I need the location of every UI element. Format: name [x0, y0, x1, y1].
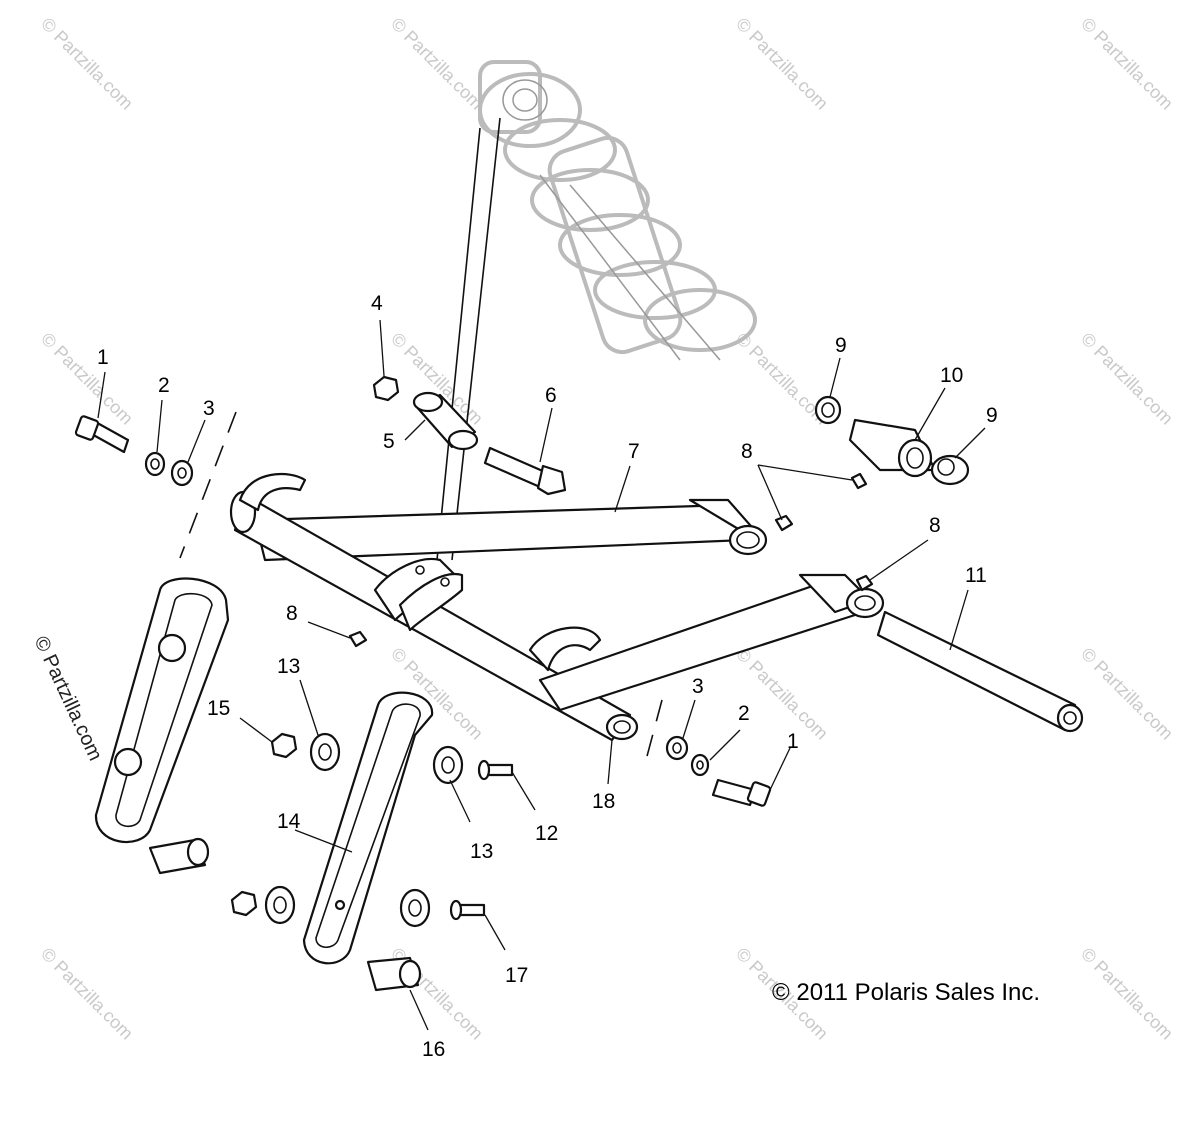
- callout-7: 7: [628, 440, 640, 463]
- washer-9-right: [930, 454, 970, 486]
- callout-13: 13: [277, 655, 300, 678]
- watermark: © Partzilla.com: [1077, 329, 1177, 429]
- link-arm-left: [94, 577, 230, 844]
- callout-8: 8: [286, 602, 298, 625]
- watermark: © Partzilla.com: [732, 14, 832, 114]
- pin-12: [477, 759, 514, 781]
- fitting-8-mid: [348, 630, 368, 648]
- washer-9-left: [814, 395, 842, 425]
- washer-13-hole: [273, 896, 287, 914]
- callout-12: 12: [535, 822, 558, 845]
- fitting-8-right: [855, 574, 874, 592]
- callout-11: 11: [965, 564, 987, 587]
- watermark: © Partzilla.com: [37, 944, 137, 1044]
- callout-16: 16: [422, 1038, 445, 1061]
- washer-3-right-hole: [672, 742, 682, 754]
- washer-2-left: [144, 451, 166, 477]
- bracket-10: [848, 418, 937, 478]
- callout-3: 3: [203, 397, 215, 420]
- nut-15: [270, 732, 298, 759]
- shaft-11: [876, 610, 1084, 733]
- bushing-16: [366, 956, 422, 992]
- callout-2: 2: [158, 374, 170, 397]
- callout-1: 1: [97, 346, 109, 369]
- bushing-16-left: [148, 837, 210, 875]
- bolt-1-left: [74, 415, 130, 454]
- pin-17: [449, 899, 486, 921]
- copyright-notice: © 2011 Polaris Sales Inc.: [772, 979, 1040, 1006]
- washer-13-upper-right: [432, 745, 464, 785]
- washer-13-hole: [441, 756, 455, 774]
- callout-17: 17: [505, 964, 528, 987]
- nut-4: [372, 375, 400, 402]
- bushing-5: [412, 391, 479, 451]
- shock-link-line: [436, 127, 481, 561]
- callout-8: 8: [929, 514, 941, 537]
- washer-2-left-hole: [150, 458, 160, 470]
- washer-2-right: [690, 753, 710, 777]
- callout-8: 8: [741, 440, 753, 463]
- nut-15-lower: [230, 890, 258, 917]
- crossbar-18: [229, 472, 639, 742]
- washer-3-left-hole: [177, 467, 187, 479]
- callout-4: 4: [371, 292, 383, 315]
- bolt-1-right: [711, 778, 772, 807]
- watermark: © Partzilla.com: [37, 329, 137, 429]
- callout-3: 3: [692, 675, 704, 698]
- lower-arm: [538, 573, 885, 712]
- watermark: © Partzilla.com: [1077, 14, 1177, 114]
- washer-13-upper-left: [309, 732, 341, 772]
- link-arm-14: [302, 691, 434, 965]
- callout-6: 6: [545, 384, 557, 407]
- callout-9: 9: [986, 404, 998, 427]
- washer-13-lower-right: [399, 888, 431, 928]
- alignment-line: [645, 699, 663, 761]
- washer-13-hole: [408, 899, 422, 917]
- watermark: © Partzilla.com: [1077, 644, 1177, 744]
- callout-18: 18: [592, 790, 615, 813]
- callout-15: 15: [207, 697, 230, 720]
- watermark: © Partzilla.com: [1077, 944, 1177, 1044]
- callout-9: 9: [835, 334, 847, 357]
- fitting-8-bracket: [850, 472, 868, 490]
- leader-lines: [97, 319, 986, 1031]
- callout-10: 10: [940, 364, 963, 387]
- watermark: © Partzilla.com: [37, 14, 137, 114]
- callout-14: 14: [277, 810, 301, 833]
- alignment-line: [179, 411, 237, 559]
- watermark: © Partzilla.com: [387, 14, 487, 114]
- fitting-8-upper: [774, 514, 794, 532]
- side-watermark: © Partzilla.com: [29, 633, 106, 764]
- washer-9-left-hole: [821, 402, 835, 418]
- upper-arm-7: [253, 498, 768, 562]
- callout-1: 1: [787, 730, 799, 753]
- shock-link-line: [451, 117, 501, 561]
- shock-absorber: [478, 60, 757, 361]
- washer-3-left: [170, 459, 194, 487]
- callout-2: 2: [738, 702, 750, 725]
- washer-9-right-hole: [937, 458, 955, 476]
- washer-3-right: [665, 735, 689, 761]
- washer-13-lower-left: [264, 885, 296, 925]
- callout-13: 13: [470, 840, 493, 863]
- bolt-6: [483, 446, 567, 496]
- callouts: 1 2 3 4 5 6 7 8 8 8 9 10 9 11 1 2 3 18 1…: [97, 292, 998, 1061]
- washer-2-right-hole: [696, 760, 704, 770]
- callout-5: 5: [383, 430, 395, 453]
- watermark: © Partzilla.com: [732, 644, 832, 744]
- washer-13-hole: [318, 743, 332, 761]
